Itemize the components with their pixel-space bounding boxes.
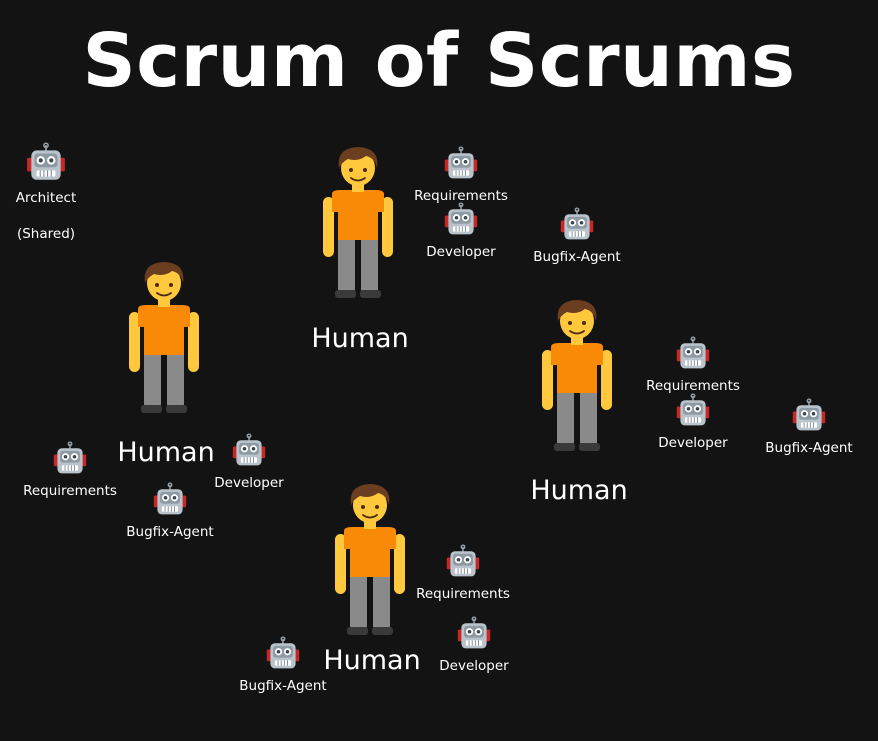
robot-icon xyxy=(27,142,65,180)
robot-icon xyxy=(232,433,266,466)
bugfix-agent: Bugfix-Agent xyxy=(527,207,627,265)
human-left xyxy=(124,257,204,417)
requirements-agent: Requirements xyxy=(413,544,513,602)
developer-label: Developer xyxy=(426,244,496,260)
requirements-label: Requirements xyxy=(416,586,510,602)
bugfix-agent: Bugfix-Agent xyxy=(120,482,220,540)
requirements-agent: Requirements xyxy=(20,441,120,499)
human-label: Human xyxy=(323,645,421,676)
requirements-label: Requirements xyxy=(646,378,740,394)
person-icon xyxy=(335,484,405,635)
human-top xyxy=(318,142,398,302)
human-label: Human xyxy=(530,475,628,506)
person-icon xyxy=(323,147,393,298)
robot-icon xyxy=(457,616,491,649)
requirements-agent: Requirements xyxy=(411,146,511,204)
bugfix-label: Bugfix-Agent xyxy=(533,249,621,265)
bugfix-label: Bugfix-Agent xyxy=(765,440,853,456)
robot-icon xyxy=(53,441,87,474)
person-icon xyxy=(542,300,612,451)
developer-agent: Developer xyxy=(199,433,299,491)
requirements-agent: Requirements xyxy=(643,336,743,394)
developer-agent: Developer xyxy=(424,616,524,674)
robot-icon xyxy=(560,207,594,240)
robot-icon xyxy=(444,202,478,235)
robot-icon xyxy=(153,482,187,515)
page-title: Scrum of Scrums xyxy=(82,18,796,104)
developer-label: Developer xyxy=(439,658,509,674)
bugfix-agent: Bugfix-Agent xyxy=(233,636,333,694)
human-label: Human xyxy=(311,323,409,354)
robot-icon xyxy=(444,146,478,179)
architect-label: Architect xyxy=(15,190,77,206)
robot-icon xyxy=(676,393,710,426)
bugfix-agent: Bugfix-Agent xyxy=(759,398,859,456)
requirements-label: Requirements xyxy=(414,188,508,204)
human-right xyxy=(537,295,617,455)
developer-agent: Developer xyxy=(411,202,511,260)
developer-agent: Developer xyxy=(643,393,743,451)
developer-label: Developer xyxy=(214,475,284,491)
robot-icon xyxy=(676,336,710,369)
person-icon xyxy=(129,262,199,413)
human-bottom xyxy=(330,479,410,639)
developer-label: Developer xyxy=(658,435,728,451)
robot-icon xyxy=(446,544,480,577)
bugfix-label: Bugfix-Agent xyxy=(126,524,214,540)
bugfix-label: Bugfix-Agent xyxy=(239,678,327,694)
architect-agent: Architect (Shared) xyxy=(0,142,96,241)
robot-icon xyxy=(266,636,300,669)
human-label: Human xyxy=(117,437,215,468)
architect-sublabel: (Shared) xyxy=(16,225,76,242)
robot-icon xyxy=(792,398,826,431)
requirements-label: Requirements xyxy=(23,483,117,499)
